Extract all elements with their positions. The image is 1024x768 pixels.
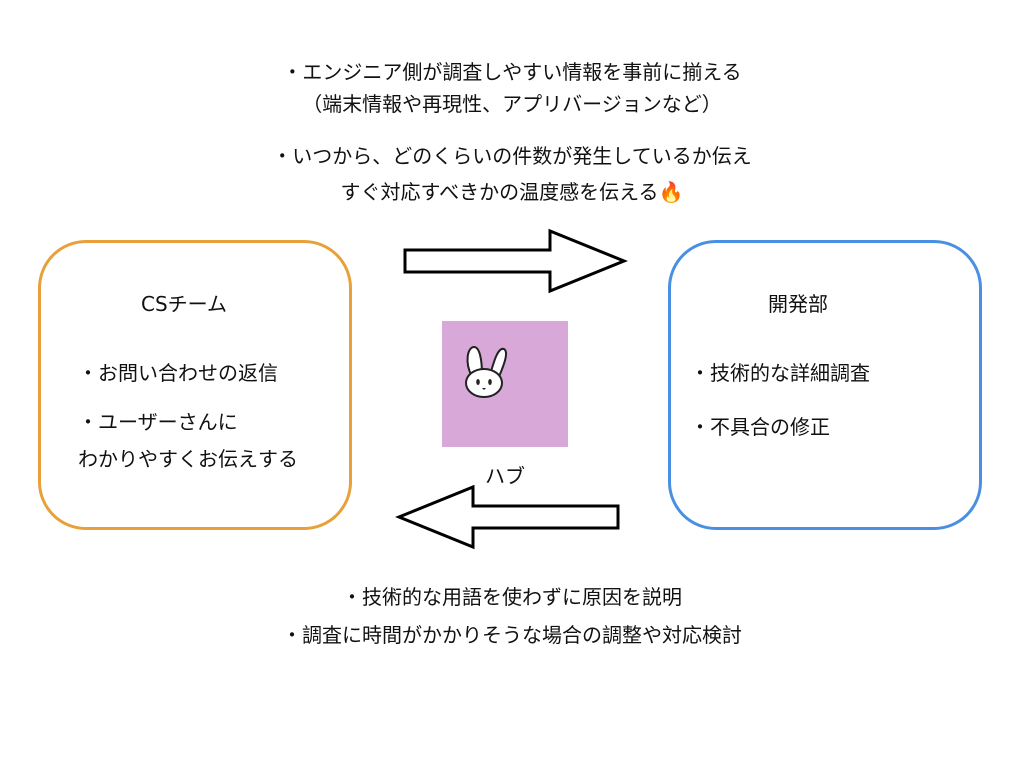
cs-team-item-reply: ・お問い合わせの返信	[78, 361, 278, 385]
dev-team-title: 開発部	[768, 292, 828, 316]
dev-team-box	[668, 240, 982, 530]
cs-team-item-explain-line2: わかりやすくお伝えする	[78, 447, 298, 471]
left-arrow	[395, 484, 620, 550]
top-note-line4: すぐ対応すべきかの温度感を伝える🔥	[340, 180, 684, 204]
rabbit-icon	[465, 345, 508, 398]
top-note-line2: （端末情報や再現性、アプリバージョンなど）	[302, 92, 722, 116]
top-note-line1: ・エンジニア側が調査しやすい情報を事前に揃える	[282, 60, 742, 84]
bottom-note-line2: ・調査に時間がかかりそうな場合の調整や対応検討	[282, 623, 742, 647]
cs-team-item-explain-line1: ・ユーザーさんに	[78, 410, 238, 434]
dev-team-item-investigation: ・技術的な詳細調査	[690, 361, 870, 385]
dev-team-item-bugfix: ・不具合の修正	[690, 415, 830, 439]
hub-square	[442, 321, 568, 447]
right-arrow	[403, 228, 628, 294]
bottom-note-line1: ・技術的な用語を使わずに原因を説明	[342, 585, 682, 609]
top-note-line3: ・いつから、どのくらいの件数が発生しているか伝え	[272, 144, 752, 168]
cs-team-box	[38, 240, 352, 530]
cs-team-title: CSチーム	[141, 292, 228, 316]
hub-label: ハブ	[485, 464, 525, 488]
